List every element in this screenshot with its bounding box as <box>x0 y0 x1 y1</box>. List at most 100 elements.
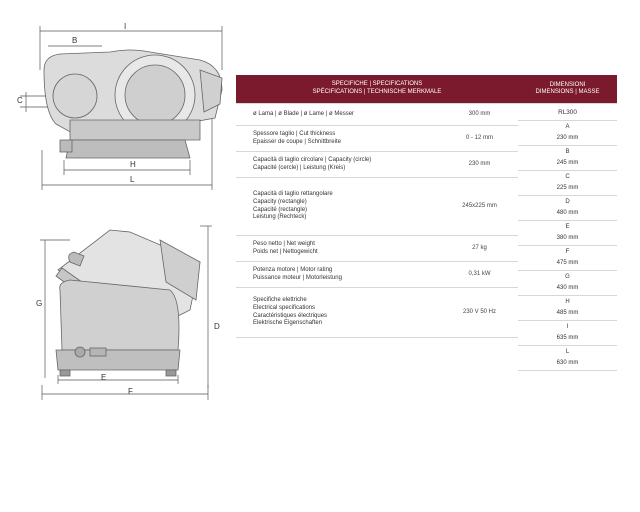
dimension-cell: I 635 mm <box>518 321 617 346</box>
spec-row: ø Lama | ø Blade | ø Lame | ø Messer 300 … <box>236 103 518 126</box>
dimension-cell: H 485 mm <box>518 296 617 321</box>
spec-name-line: Potenza motore | Motor rating <box>253 266 333 273</box>
dimension-label: C <box>565 174 570 180</box>
label-e: E <box>101 373 106 382</box>
dimension-value: 480 mm <box>518 208 617 221</box>
dimension-row: C 225 mm <box>518 171 617 196</box>
dimension-row: I 635 mm <box>518 321 617 346</box>
label-d: D <box>214 322 220 331</box>
dimension-cell: G 430 mm <box>518 271 617 296</box>
spec-name-line: Capacità di taglio rettangolare <box>253 191 333 198</box>
specifications-header: SPECIFICHE | SPECIFICATIONS SPÉCIFICATIO… <box>236 75 518 104</box>
spec-name-line: Puissance moteur | Motorleistung <box>253 274 342 281</box>
spec-name-line: Capacité (rectangle) <box>253 206 308 213</box>
top-view-dimension-lines <box>20 26 223 190</box>
spec-name-line: Capacità di taglio circolare | Capacity … <box>253 156 372 163</box>
dimension-value: 475 mm <box>518 258 617 271</box>
dimension-value: 225 mm <box>518 183 617 196</box>
spec-name: Capacità di taglio circolare | Capacity … <box>236 151 441 178</box>
dimension-value: 485 mm <box>518 308 617 321</box>
dimensions-header-line2: DIMENSIONS | MASSE <box>535 89 600 95</box>
spec-name-line: Spessore taglio | Cut thickness <box>253 130 336 137</box>
dimension-row: L 630 mm <box>518 346 617 371</box>
spec-value: 0 - 12 mm <box>441 125 518 152</box>
dimension-row: A 230 mm <box>518 121 617 146</box>
spec-value: 27 kg <box>441 235 518 262</box>
spec-name-line: Electrical specifications <box>253 304 316 311</box>
slicer-technical-drawing: I B A C H L G D E F <box>17 22 223 400</box>
dimensions-model-row: RL300 <box>518 103 617 121</box>
dimension-label: A <box>565 124 570 130</box>
dimension-label: G <box>565 274 570 280</box>
dimension-label: D <box>565 199 570 205</box>
specifications-rows: ø Lama | ø Blade | ø Lame | ø Messer 300 … <box>236 103 518 338</box>
specifications-table: SPECIFICHE | SPECIFICATIONS SPÉCIFICATIO… <box>236 75 518 338</box>
dimension-label: L <box>565 349 570 355</box>
specifications-header-line1: SPECIFICHE | SPECIFICATIONS <box>331 81 423 88</box>
spec-name: ø Lama | ø Blade | ø Lame | ø Messer <box>236 103 441 126</box>
spec-name-line: Capacité (cercle) | Leistung (Kreis) <box>253 164 346 171</box>
dimension-value: 630 mm <box>518 358 617 371</box>
label-c: C <box>17 96 23 105</box>
dimension-cell: C 225 mm <box>518 171 617 196</box>
dimension-row: D 480 mm <box>518 196 617 221</box>
spec-value: 230 V 50 Hz <box>441 287 518 338</box>
spec-name-line: Leistung (Rechteck) <box>253 214 307 221</box>
side-view-labels: G D E F <box>36 299 220 396</box>
spec-name-line: Caractéristiques électriques <box>253 312 328 319</box>
dimensions-header: DIMENSIONI DIMENSIONS | MASSE <box>518 75 617 104</box>
dimension-value: 230 mm <box>518 133 617 146</box>
spec-value: 245x225 mm <box>441 177 518 236</box>
spec-name-line: Poids net | Nettogewicht <box>253 248 318 255</box>
spec-value: 300 mm <box>441 103 518 126</box>
dimension-label: H <box>565 299 570 305</box>
spec-value: 0,31 kW <box>441 261 518 288</box>
dimensions-header-line1: DIMENSIONI <box>549 82 586 88</box>
label-g: G <box>36 299 42 308</box>
dimension-value: 430 mm <box>518 283 617 296</box>
model-name: RL300 <box>518 103 617 121</box>
dimension-row: H 485 mm <box>518 296 617 321</box>
dimensions-table: DIMENSIONI DIMENSIONS | MASSE RL300 A 230… <box>518 75 617 371</box>
dimension-label: B <box>565 149 570 155</box>
label-f: F <box>128 387 133 396</box>
spec-name-line: Epaisser de coupe | Schnittbreite <box>253 138 341 145</box>
dimension-label: I <box>566 324 569 330</box>
label-l: L <box>130 175 135 184</box>
spec-name-line: ø Lama | ø Blade | ø Lame | ø Messer <box>253 110 355 117</box>
side-view-slicer <box>55 229 201 377</box>
spec-name-line: Elektrische Eigenschaften <box>253 320 323 327</box>
specifications-header-row: SPECIFICHE | SPECIFICATIONS SPÉCIFICATIO… <box>236 75 518 104</box>
dimension-cell: D 480 mm <box>518 196 617 221</box>
spec-row: Capacità di taglio circolare | Capacity … <box>236 151 518 178</box>
label-h: H <box>130 160 136 169</box>
dimension-cell: A 230 mm <box>518 121 617 146</box>
top-view-slicer <box>43 49 223 159</box>
dimension-cell: L 630 mm <box>518 346 617 371</box>
spec-name-line: Peso netto | Net weight <box>253 240 315 247</box>
dimension-value: 380 mm <box>518 233 617 246</box>
spec-name-line: Capacity (rectangle) <box>253 198 307 205</box>
dimension-value: 245 mm <box>518 158 617 171</box>
dimension-cell: B 245 mm <box>518 146 617 171</box>
dimension-value: 635 mm <box>518 333 617 346</box>
specifications-header-line2: SPÉCIFICATIONS | TECHNISCHE MERKMALE <box>312 89 442 95</box>
label-i: I <box>124 22 126 31</box>
side-view-dimension-lines <box>40 225 212 400</box>
spec-name-line: Specifiche elettriche <box>253 297 307 304</box>
